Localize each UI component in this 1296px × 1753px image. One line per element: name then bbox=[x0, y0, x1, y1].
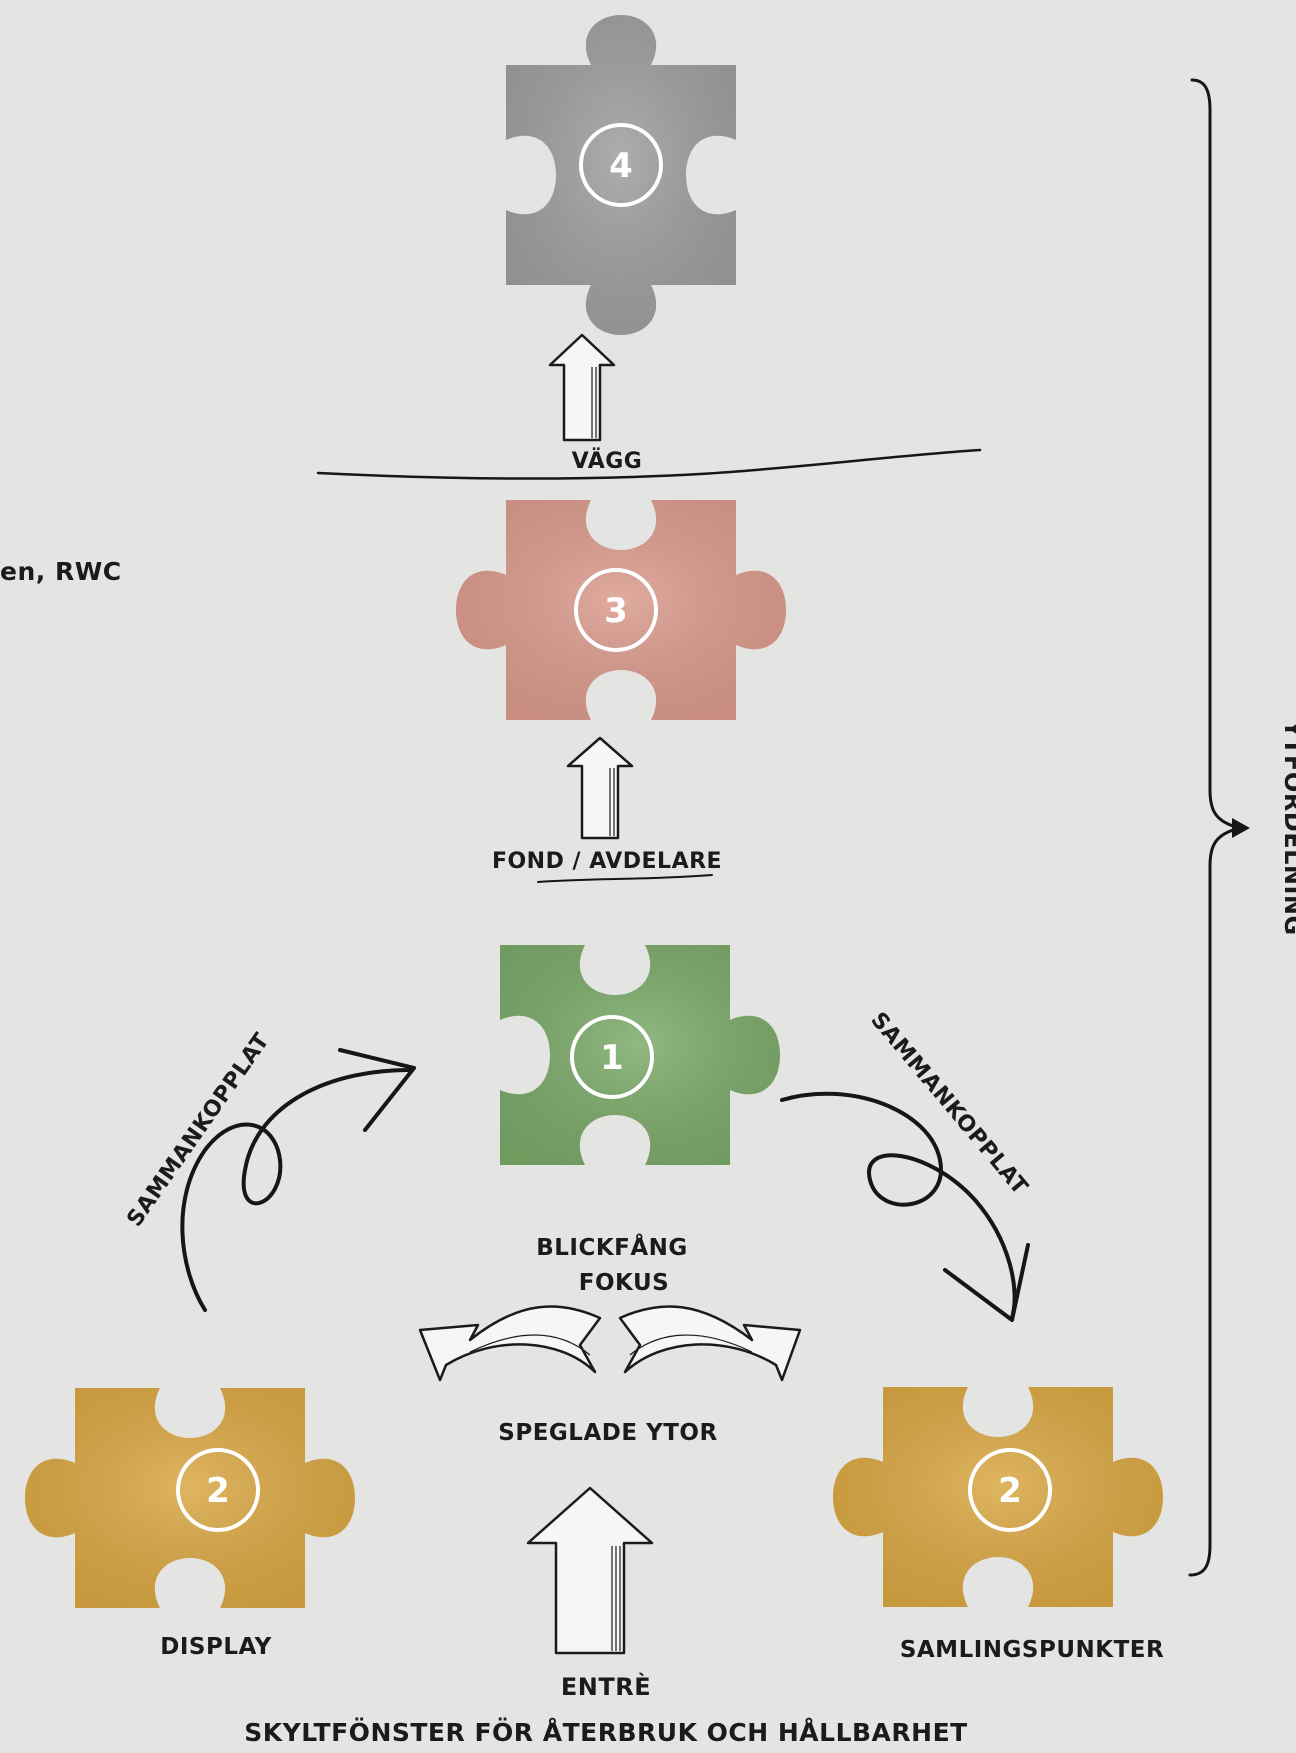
brace-tip-icon bbox=[1232, 818, 1250, 838]
arrow-up-to-wall-icon bbox=[548, 333, 616, 442]
label-fokus: FOKUS bbox=[579, 1270, 669, 1296]
entrance-arrow-up-icon bbox=[526, 1486, 654, 1655]
label-ytfordelning: YTFÖRDELNING bbox=[1279, 719, 1296, 935]
piece-number-2-left: 2 bbox=[206, 1471, 230, 1511]
piece-number-1: 1 bbox=[600, 1038, 624, 1078]
left-edge-text: en, RWC bbox=[0, 557, 122, 586]
fond-underline bbox=[537, 874, 713, 883]
arrow-up-to-backdrop-icon bbox=[566, 736, 634, 840]
piece-number-4: 4 bbox=[609, 146, 633, 186]
puzzle-piece-3: 3 bbox=[456, 500, 786, 720]
label-blickfang: BLICKFÅNG bbox=[536, 1233, 688, 1261]
piece-number-2-right: 2 bbox=[998, 1471, 1022, 1511]
label-speglade-ytor: SPEGLADE YTOR bbox=[498, 1420, 717, 1446]
label-entre: ENTRÈ bbox=[561, 1672, 651, 1701]
label-display: DISPLAY bbox=[160, 1634, 271, 1660]
label-samlingspunkter: SAMLINGSPUNKTER bbox=[900, 1637, 1164, 1663]
swirl-arrow-right-icon bbox=[780, 1091, 1030, 1322]
swirl-arrow-left-icon bbox=[180, 1048, 416, 1312]
puzzle-piece-2-right: 2 bbox=[833, 1387, 1163, 1607]
bottom-title: SKYLTFÖNSTER FÖR ÅTERBRUK OCH HÅLLBARHET bbox=[244, 1717, 967, 1747]
wall-line bbox=[316, 448, 982, 480]
mirror-arrow-left-icon bbox=[418, 1305, 602, 1382]
puzzle-piece-4: 4 bbox=[506, 15, 736, 335]
label-vagg: VÄGG bbox=[572, 448, 643, 474]
mirror-arrow-right-icon bbox=[618, 1305, 802, 1382]
label-fond-avdelare: FOND / AVDELARE bbox=[492, 849, 722, 874]
piece-number-3: 3 bbox=[604, 591, 628, 631]
puzzle-piece-1: 1 bbox=[500, 945, 780, 1165]
puzzle-piece-2-left: 2 bbox=[25, 1388, 355, 1608]
label-sammankopplat-right: SAMMANKOPPLAT bbox=[865, 1008, 1032, 1200]
